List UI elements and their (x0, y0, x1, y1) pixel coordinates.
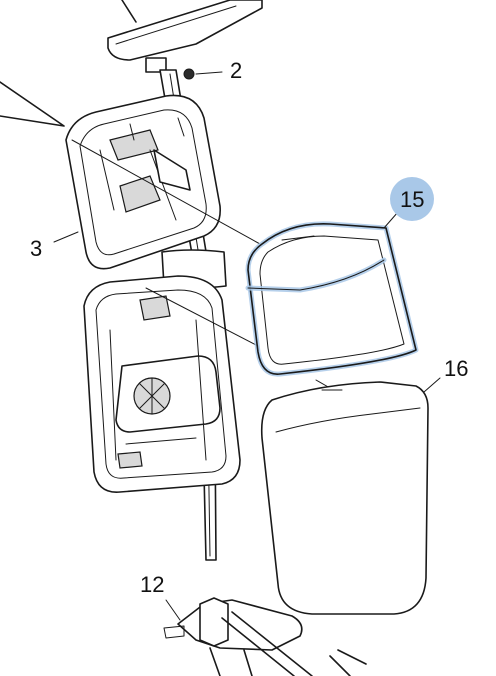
callout-label-15: 15 (400, 187, 424, 212)
part-16-mirror-cover (260, 381, 429, 615)
part-2-nut (183, 68, 223, 80)
part-15-mirror-glass (245, 221, 419, 377)
callout-badge-15 (390, 177, 434, 221)
callout-label-16: 16 (444, 356, 468, 381)
top-arm-bracket (107, 0, 263, 73)
callout-label-2: 2 (230, 58, 242, 83)
leader-arrow-left (0, 81, 65, 127)
lower-housing (83, 275, 241, 493)
guide-line-lower (145, 287, 259, 347)
leader-part-15 (383, 211, 399, 229)
callout-label-3: 3 (30, 236, 42, 261)
part-3-upper-housing (65, 94, 221, 270)
callout-label-12: 12 (140, 572, 164, 597)
guide-line-upper (71, 139, 261, 245)
leader-part-16 (423, 377, 441, 393)
part-12-base-bracket (163, 597, 367, 676)
leader-part-3 (53, 231, 79, 243)
